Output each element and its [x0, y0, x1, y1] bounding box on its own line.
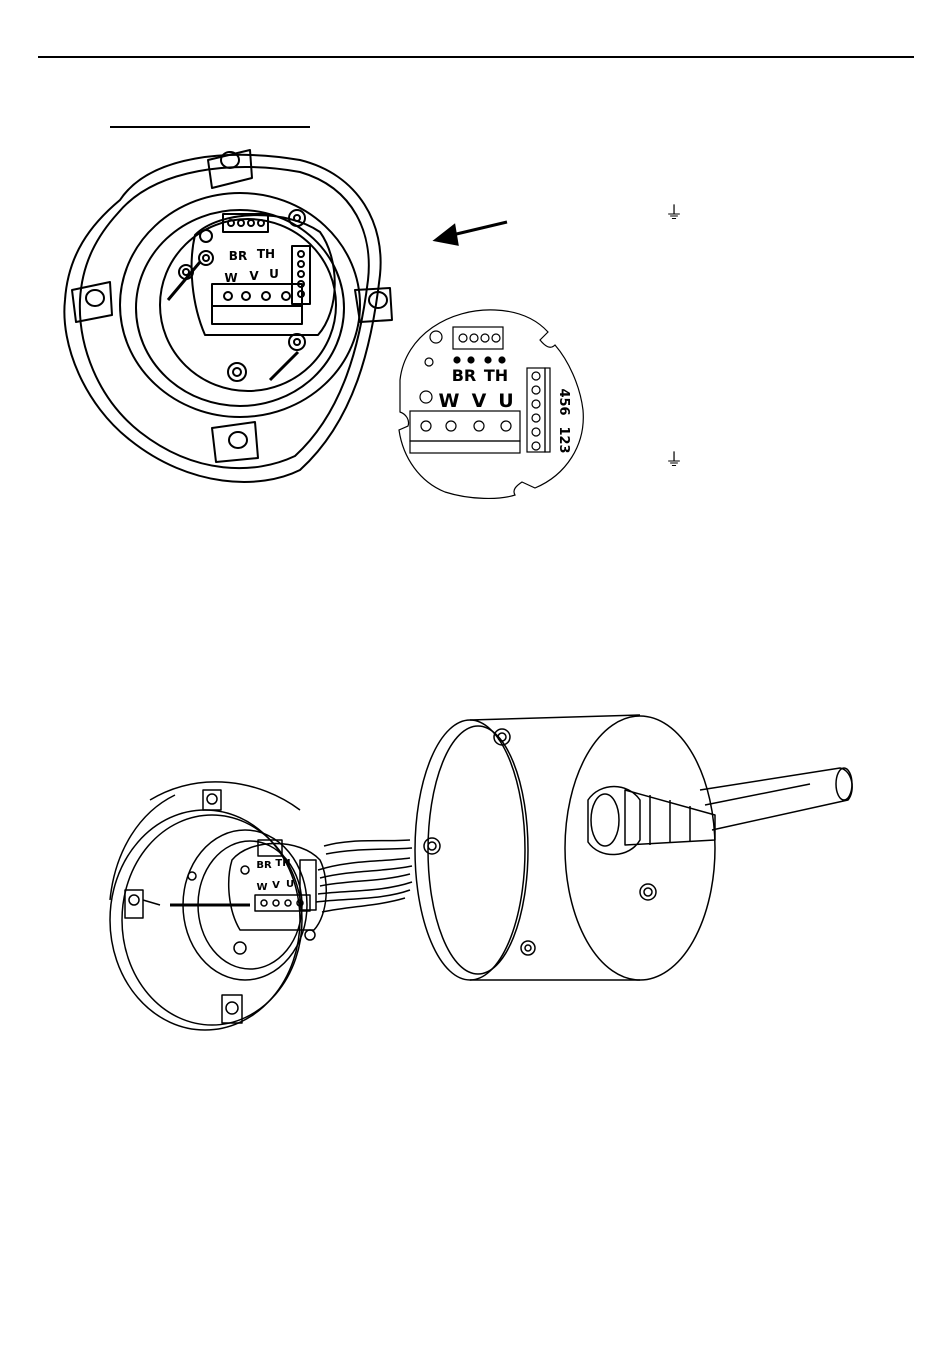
bottom-label-th: TH — [275, 858, 290, 869]
bottom-label-br: BR — [256, 860, 272, 871]
bottom-label-w: W — [256, 882, 267, 893]
bottom-label-v: V — [272, 880, 280, 891]
bottom-label-u: U — [286, 879, 294, 890]
